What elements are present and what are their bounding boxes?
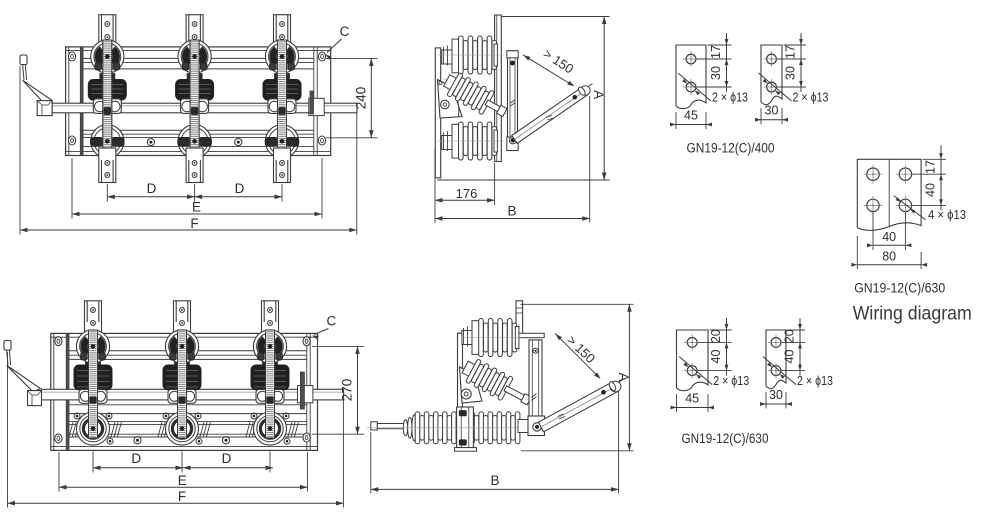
svg-text:17: 17	[784, 45, 798, 59]
svg-text:30: 30	[765, 104, 779, 118]
svg-text:20: 20	[783, 329, 797, 343]
svg-text:F: F	[178, 489, 186, 504]
svg-text:B: B	[490, 473, 499, 488]
svg-text:2 × ϕ13: 2 × ϕ13	[713, 374, 749, 388]
svg-text:20: 20	[709, 329, 723, 343]
svg-text:45: 45	[685, 392, 699, 406]
svg-text:80: 80	[882, 249, 896, 263]
svg-text:30: 30	[769, 388, 783, 402]
svg-text:176: 176	[456, 186, 478, 201]
svg-text:A: A	[591, 90, 606, 99]
svg-text:30: 30	[784, 66, 798, 80]
svg-text:240: 240	[353, 87, 368, 110]
svg-text:45: 45	[684, 109, 698, 123]
svg-text:30: 30	[709, 66, 723, 80]
svg-text:F: F	[190, 216, 198, 231]
svg-text:C: C	[327, 314, 337, 329]
svg-text:GN19-12(C)/630: GN19-12(C)/630	[682, 431, 769, 446]
svg-text:40: 40	[783, 350, 797, 364]
svg-text:Wiring diagram: Wiring diagram	[853, 302, 972, 324]
svg-text:17: 17	[924, 160, 938, 174]
svg-text:D: D	[147, 181, 157, 196]
svg-text:40: 40	[924, 183, 938, 197]
svg-text:D: D	[222, 451, 232, 466]
svg-text:D: D	[131, 451, 141, 466]
svg-text:2 × ϕ13: 2 × ϕ13	[793, 91, 829, 105]
svg-text:D: D	[235, 181, 245, 196]
svg-text:2 × ϕ13: 2 × ϕ13	[712, 91, 748, 105]
svg-text:4 × ϕ13: 4 × ϕ13	[928, 208, 966, 222]
svg-text:A: A	[616, 372, 631, 381]
svg-text:GN19-12(C)/630: GN19-12(C)/630	[854, 280, 945, 295]
svg-text:40: 40	[709, 350, 723, 364]
svg-text:GN19-12(C)/400: GN19-12(C)/400	[687, 140, 775, 155]
svg-text:17: 17	[709, 45, 723, 59]
svg-text:2 × ϕ13: 2 × ϕ13	[797, 374, 833, 388]
svg-text:B: B	[507, 204, 516, 219]
svg-text:40: 40	[882, 230, 896, 244]
svg-text:E: E	[178, 473, 187, 488]
svg-text:270: 270	[340, 379, 355, 402]
svg-text:E: E	[192, 200, 201, 215]
svg-text:C: C	[340, 24, 350, 39]
